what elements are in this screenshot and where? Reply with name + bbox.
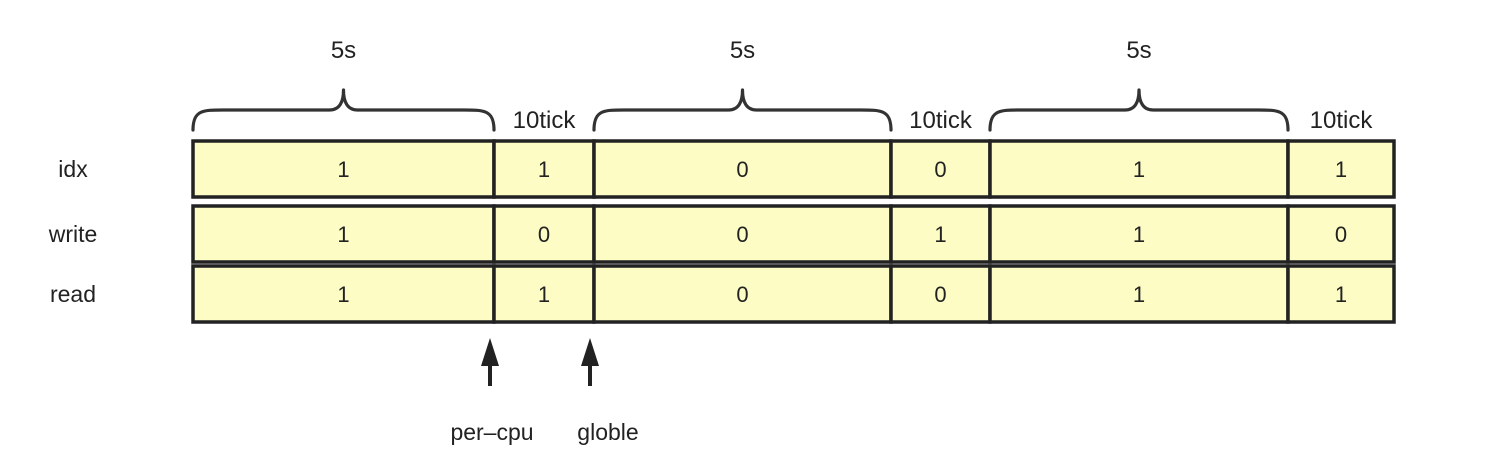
marker-arrow <box>481 338 499 386</box>
segment-tick-label: 10tick <box>1310 107 1374 134</box>
table-cell <box>1286 264 1396 324</box>
marker-label: per–cpu <box>450 419 533 445</box>
cell-value: 1 <box>538 282 550 307</box>
cell-value: 1 <box>1133 157 1145 182</box>
table-cell <box>889 204 992 264</box>
table-cell <box>889 264 992 324</box>
cell-value: 1 <box>538 157 550 182</box>
segment-tick-label: 10tick <box>513 107 577 134</box>
arrow-up-icon <box>581 338 599 366</box>
table-cell <box>191 204 496 264</box>
table-cell <box>988 264 1290 324</box>
table-cell <box>191 139 496 199</box>
table-cell <box>592 204 893 264</box>
segment-tick-label: 10tick <box>909 107 973 134</box>
table-cell <box>1286 139 1396 199</box>
table-cell <box>492 139 596 199</box>
cell-value: 0 <box>538 222 550 247</box>
segment-duration-labels: 5s 10tick 5s 10tick 5s 10tick <box>331 37 1374 134</box>
table-cell <box>492 264 596 324</box>
cell-value: 1 <box>934 222 946 247</box>
cell-value: 0 <box>934 157 946 182</box>
table-cell <box>1286 204 1396 264</box>
table-cell <box>191 264 496 324</box>
segment-duration-label: 5s <box>1126 37 1151 64</box>
row-labels: idx write read <box>48 156 98 307</box>
row-label-idx: idx <box>58 156 88 182</box>
table-cell <box>592 139 893 199</box>
row-label-write: write <box>48 221 98 247</box>
cell-value: 0 <box>1335 222 1347 247</box>
state-table: 1 1 0 0 1 1 1 0 0 1 1 0 1 1 0 0 1 1 <box>191 139 1396 324</box>
cell-value: 0 <box>736 157 748 182</box>
marker-label: globle <box>577 419 638 445</box>
segment-duration-label: 5s <box>331 37 356 64</box>
arrow-up-icon <box>481 338 499 366</box>
cell-value: 1 <box>1133 222 1145 247</box>
cell-value: 1 <box>1335 157 1347 182</box>
table-cell <box>988 139 1290 199</box>
segment-brace <box>592 88 893 132</box>
segment-brace <box>191 88 496 132</box>
cell-value: 0 <box>736 222 748 247</box>
table-cell <box>492 204 596 264</box>
cell-value: 1 <box>1133 282 1145 307</box>
cell-value: 1 <box>1335 282 1347 307</box>
cell-value: 0 <box>934 282 946 307</box>
segment-duration-label: 5s <box>730 37 755 64</box>
segment-braces <box>191 88 1290 132</box>
marker-arrow <box>581 338 599 386</box>
segment-brace <box>988 88 1290 132</box>
cell-value: 0 <box>736 282 748 307</box>
cell-value: 1 <box>337 282 349 307</box>
cell-value: 1 <box>337 222 349 247</box>
row-label-read: read <box>50 281 96 307</box>
boundary-markers: per–cpu globle <box>450 338 639 445</box>
cell-value: 1 <box>337 157 349 182</box>
